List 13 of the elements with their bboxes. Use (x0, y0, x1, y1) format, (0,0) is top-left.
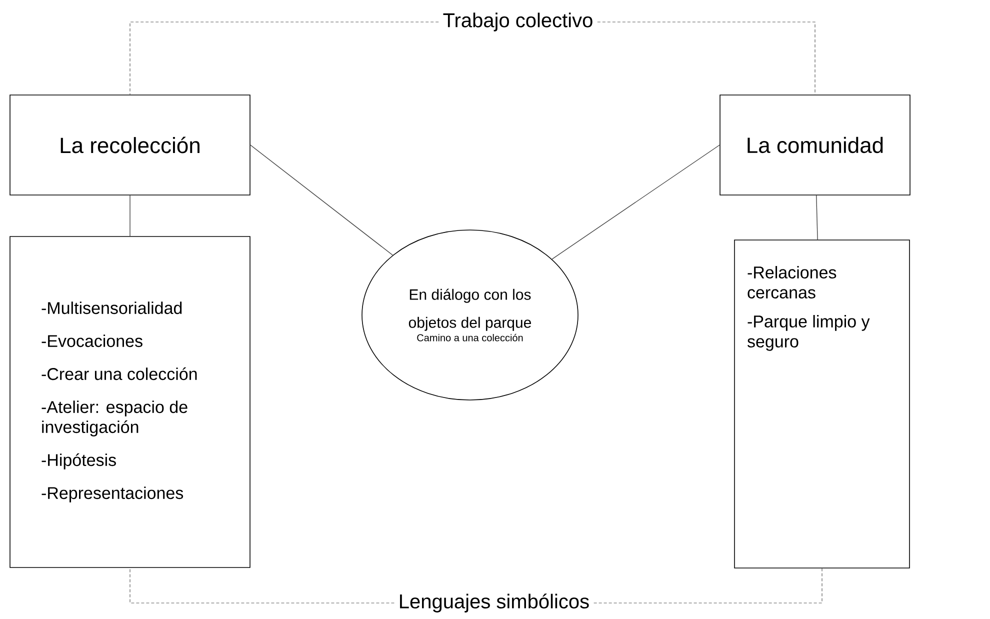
dashed-connector (597, 22, 816, 95)
dashed-connector (130, 22, 439, 95)
heading-text: Lenguajes simbólicos (394, 590, 594, 616)
dashed-connector (130, 568, 394, 604)
connector-line (250, 144, 394, 256)
title-box: La recolección (10, 94, 250, 196)
title-box: La comunidad (720, 94, 910, 196)
connector-line (816, 195, 818, 240)
dashed-connector (594, 568, 822, 604)
list-box: -Relaciones cercanas -Parque limpio y seguro (734, 240, 910, 568)
heading-text: Trabajo colectivo (438, 8, 598, 36)
list-box: -Multisensorialidad -Evocaciones -Crear una colección -Atelier: espacio de investigación -Hipótesis -Representaciones (10, 236, 250, 568)
connector-line (552, 144, 720, 260)
